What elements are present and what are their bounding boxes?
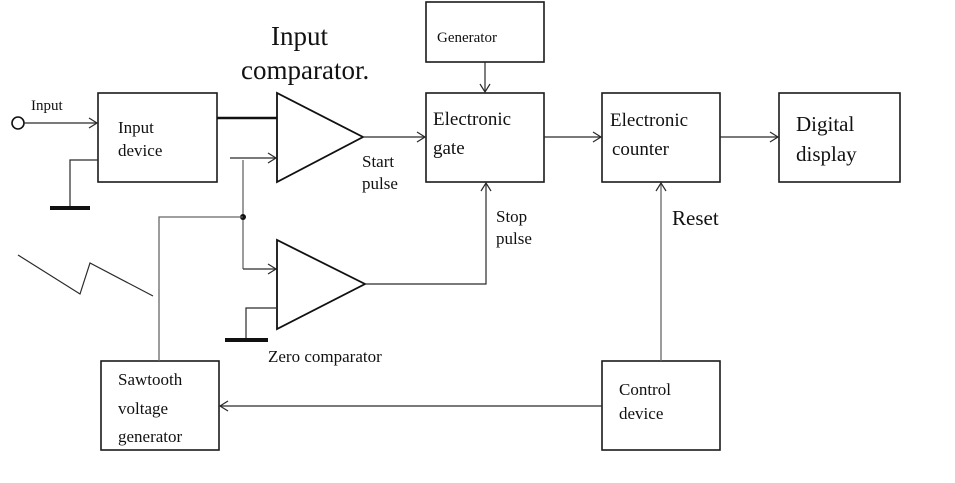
generator-block [425,1,545,63]
electronic-counter-line1: Electronic [610,110,688,131]
control-device-line2: device [619,404,663,423]
sawtooth-line1: Sawtooth [118,370,183,389]
counter-to-display-arrowhead-icon [769,131,780,143]
reset-arrowhead-icon [655,181,667,192]
digital-display-block [778,92,901,183]
stop-pulse-wire [365,183,487,285]
input-device-line2: device [118,141,162,160]
input-device-line1: Input [118,118,154,137]
digital-display-line1: Digital [796,112,854,136]
sawtooth-waveform-icon [17,254,154,297]
control-device-line1: Control [619,380,671,399]
zero-comparator-ground-wire [245,307,277,339]
start-pulse-line1: Start [362,152,394,171]
electronic-gate-line2: gate [433,138,465,159]
zero-comparator-triangle [276,238,367,331]
generator-arrowhead-icon [479,83,491,94]
reset-label: Reset [672,206,719,230]
input-terminal-icon [11,116,25,130]
electronic-gate-block [425,92,545,183]
gate-to-counter-arrowhead-icon [592,131,603,143]
input-comparator-title-line1: Input [271,21,328,51]
sawtooth-output-wire [158,216,243,361]
input-device-ground-wire [69,159,98,207]
input-device-block [97,92,218,183]
input-comparator-title-line2: comparator. [241,55,369,85]
input-comparator-triangle [276,91,365,184]
generator-label: Generator [437,30,497,46]
start-pulse-arrowhead-icon [416,131,427,143]
electronic-gate-line1: Electronic [433,109,511,130]
stop-pulse-arrowhead-icon [480,181,492,192]
zero-comparator-arrowhead-icon [267,263,278,275]
electronic-counter-block [601,92,721,183]
zero-comparator-label: Zero comparator [268,347,382,366]
input-arrowhead-icon [88,117,99,129]
electronic-counter-line2: counter [612,139,670,160]
start-pulse-line2: pulse [362,174,398,193]
input-label: Input [31,98,63,114]
control-device-block [601,360,721,451]
sawtooth-line2: voltage [118,399,168,418]
control-to-sawtooth-arrowhead-icon [218,400,229,412]
sawtooth-generator-block [100,360,220,451]
digital-display-line2: display [796,142,857,166]
stop-pulse-line2: pulse [496,229,532,248]
comparator-ref-arrowhead-icon [267,152,278,164]
stop-pulse-line1: Stop [496,207,527,226]
sawtooth-line3: generator [118,427,183,446]
